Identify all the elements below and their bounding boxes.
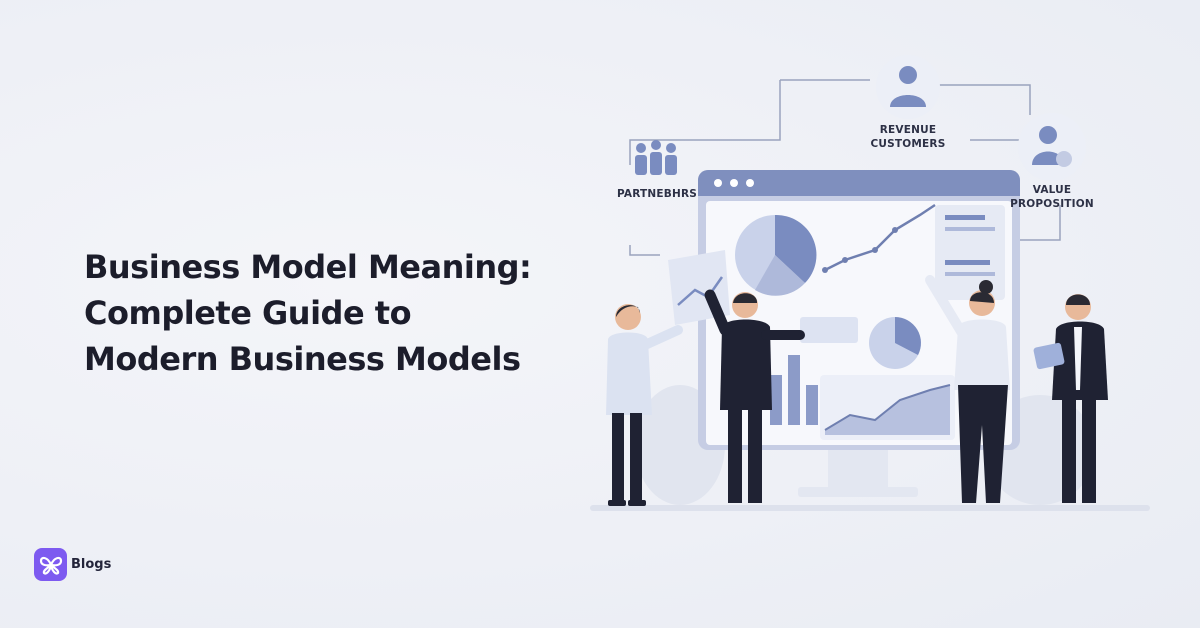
person-left [606, 304, 683, 506]
pie-chart-small [869, 317, 921, 369]
person-center-left [704, 289, 805, 503]
page-title: Business Model Meaning: Complete Guide t… [84, 244, 544, 382]
customers-label: CUSTOMERS [870, 138, 946, 150]
connector-lines [629, 79, 1061, 256]
revenue-customers-label: REVENUE CUSTOMERS [858, 123, 958, 151]
revenue-label: REVENUE [879, 124, 937, 136]
person-center-right [925, 275, 1010, 503]
illustration-svg [590, 55, 1150, 511]
butterfly-icon [34, 548, 67, 581]
brand-name: Blogs [71, 557, 112, 572]
proposition-label: PROPOSITION [1010, 198, 1094, 210]
value-proposition-label: VALUE PROPOSITION [1002, 183, 1102, 211]
value-label: VALUE [1032, 184, 1072, 196]
business-team-illustration: PARTNEBHRS REVENUE CUSTOMERS VALUE PROPO… [590, 55, 1150, 525]
partners-icon [635, 140, 677, 175]
line-chart-upper [824, 203, 936, 272]
revenue-customers-icon [876, 55, 940, 119]
brand-badge[interactable]: Blogs [34, 548, 111, 581]
pie-chart-large [735, 214, 817, 296]
ground-line [590, 505, 1150, 511]
info-card-right [935, 205, 1005, 300]
floating-card [800, 317, 858, 343]
partners-label: PARTNEBHRS [616, 188, 698, 200]
bar-chart [770, 355, 818, 425]
title-line-1: Business Model Meaning: [84, 248, 532, 286]
title-line-3: Modern Business Models [84, 340, 521, 378]
title-line-2: Complete Guide to [84, 294, 412, 332]
person-right [1033, 294, 1108, 503]
line-chart-points [822, 227, 898, 273]
value-proposition-icon [1018, 113, 1086, 181]
